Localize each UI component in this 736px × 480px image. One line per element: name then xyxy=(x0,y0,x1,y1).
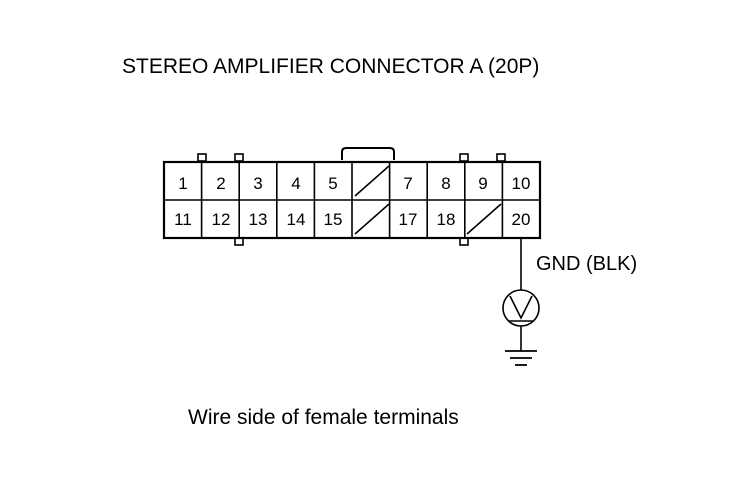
pin-2: 2 xyxy=(216,174,225,193)
pin-17: 17 xyxy=(399,210,418,229)
pin-20: 20 xyxy=(512,210,531,229)
pin-8: 8 xyxy=(441,174,450,193)
wire-label: GND (BLK) xyxy=(536,253,637,275)
pin-5: 5 xyxy=(328,174,337,193)
diagram-caption: Wire side of female terminals xyxy=(188,406,459,429)
pin-12: 12 xyxy=(212,210,231,229)
connector-tab xyxy=(496,153,506,162)
connector-tab xyxy=(197,153,207,162)
diagram-title: STEREO AMPLIFIER CONNECTOR A (20P) xyxy=(122,55,539,78)
cavity-dividers xyxy=(200,162,504,238)
pin-4: 4 xyxy=(291,174,300,193)
pin-14: 14 xyxy=(287,210,306,229)
blank-cavity-6 xyxy=(354,165,390,197)
pin-10: 10 xyxy=(512,174,531,193)
pin-18: 18 xyxy=(437,210,456,229)
blank-cavity-19 xyxy=(466,203,502,235)
ground-icon xyxy=(505,350,537,366)
pin-1: 1 xyxy=(178,174,187,193)
pin-3: 3 xyxy=(253,174,262,193)
pin-7: 7 xyxy=(403,174,412,193)
voltmeter-icon xyxy=(502,289,540,327)
connector-tab xyxy=(234,153,244,162)
pin-15: 15 xyxy=(324,210,343,229)
pin-9: 9 xyxy=(478,174,487,193)
pin-11: 11 xyxy=(174,210,192,229)
connector-tab xyxy=(459,153,469,162)
connector-latch xyxy=(341,147,395,160)
pin-13: 13 xyxy=(249,210,268,229)
blank-cavity-16 xyxy=(354,203,390,235)
